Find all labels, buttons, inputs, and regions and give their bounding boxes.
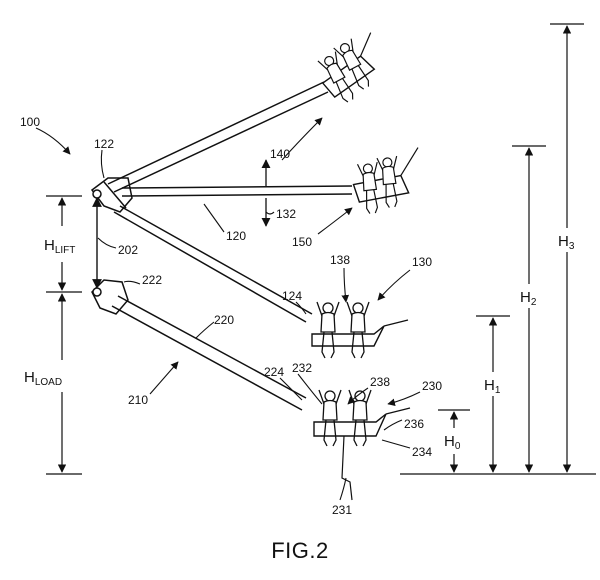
ref-130: 130 xyxy=(412,255,432,269)
ref-210: 210 xyxy=(128,393,148,407)
ref-140: 140 xyxy=(270,147,290,161)
upper-hub xyxy=(90,177,133,213)
vehicle-230 xyxy=(313,389,411,501)
h0-label: H0 xyxy=(444,433,461,452)
ref-236: 236 xyxy=(404,417,424,431)
ref-122: 122 xyxy=(94,137,114,151)
ref-124: 124 xyxy=(282,289,302,303)
ref-220: 220 xyxy=(214,313,234,327)
dimension-left xyxy=(46,195,82,475)
ref-234: 234 xyxy=(412,445,432,459)
vehicle-middle xyxy=(352,147,419,215)
ref-231: 231 xyxy=(332,503,352,517)
h2-label: H2 xyxy=(520,289,537,308)
ref-138: 138 xyxy=(330,253,350,267)
h-lift-label: HLIFT xyxy=(44,237,75,256)
ref-238: 238 xyxy=(370,375,390,389)
ref-150: 150 xyxy=(292,235,312,249)
dimension-right xyxy=(400,23,596,475)
leader-lines xyxy=(35,117,421,501)
ref-120: 120 xyxy=(226,229,246,243)
arms xyxy=(107,81,353,411)
height-labels: HLIFT HLOAD H0 H1 H2 H3 xyxy=(24,233,575,452)
reference-labels: 100 122 140 132 120 150 202 222 124 138 … xyxy=(20,115,442,517)
ref-222: 222 xyxy=(142,273,162,287)
ref-232: 232 xyxy=(292,361,312,375)
ref-100: 100 xyxy=(20,115,40,129)
lower-hub xyxy=(91,279,129,315)
vehicle-top xyxy=(317,32,376,107)
ref-132: 132 xyxy=(276,207,296,221)
h-load-label: HLOAD xyxy=(24,369,62,388)
vehicle-130 xyxy=(311,301,409,359)
figure-caption: FIG.2 xyxy=(271,538,329,563)
ref-224: 224 xyxy=(264,365,284,379)
ref-230: 230 xyxy=(422,379,442,393)
h1-label: H1 xyxy=(484,377,501,396)
h3-label: H3 xyxy=(558,233,575,252)
ref-202: 202 xyxy=(118,243,138,257)
